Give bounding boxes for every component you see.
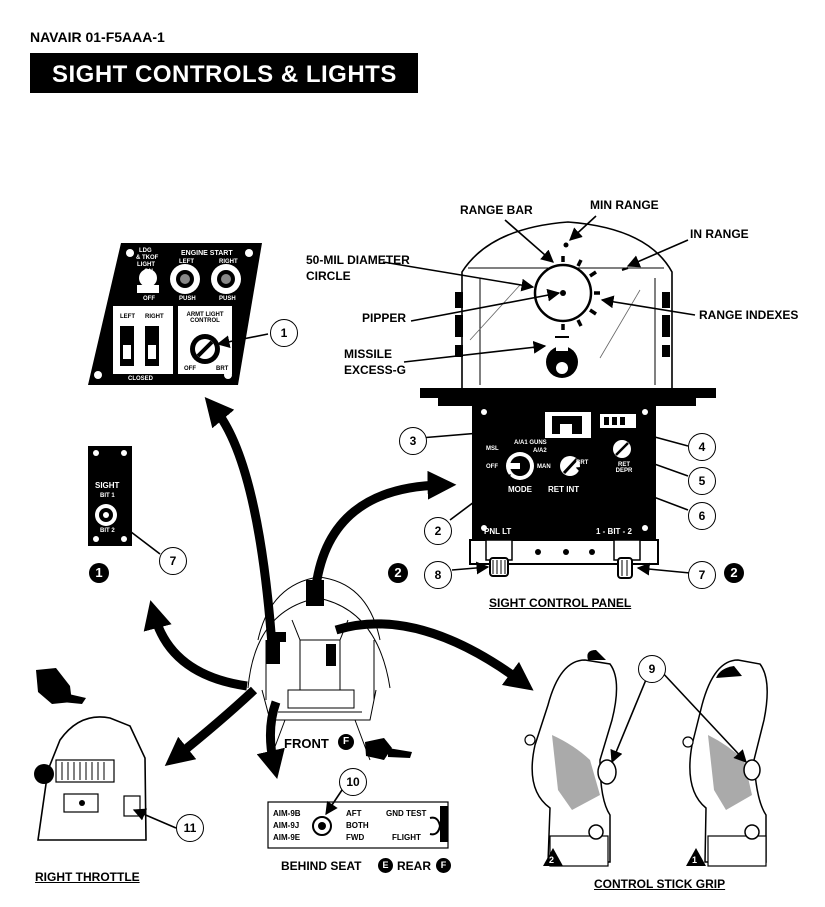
title-bar: SIGHT CONTROLS & LIGHTS bbox=[30, 53, 418, 93]
in-range-label: IN RANGE bbox=[690, 227, 749, 241]
mil-circle-label-line1: 50-MIL DIAMETER bbox=[306, 253, 410, 267]
page-title: SIGHT CONTROLS & LIGHTS bbox=[52, 61, 397, 88]
callout-11: 11 bbox=[176, 814, 204, 842]
min-range-label: MIN RANGE bbox=[590, 198, 659, 212]
ret-depr-label: RET DEPR bbox=[615, 462, 633, 474]
ret-int-label: RET INT bbox=[548, 485, 580, 494]
variant-badge-2-right: 2 bbox=[724, 563, 744, 583]
location-arrows bbox=[143, 396, 534, 780]
right-throttle-caption: RIGHT THROTTLE bbox=[35, 870, 140, 884]
fwd-label: FWD bbox=[346, 833, 365, 842]
push-left-label: PUSH bbox=[179, 296, 196, 302]
aft-label: AFT bbox=[346, 809, 362, 818]
control-stick-grip-caption: CONTROL STICK GRIP bbox=[594, 877, 726, 891]
engine-right-label: RIGHT bbox=[219, 259, 238, 265]
ret-brt-label: BRT bbox=[576, 460, 589, 466]
switch-left-label: LEFT bbox=[120, 314, 135, 320]
triangle-label-1: 1 bbox=[692, 855, 698, 865]
callout-6: 6 bbox=[688, 502, 716, 530]
push-right-label: PUSH bbox=[219, 296, 236, 302]
missile-label-line2: EXCESS-G bbox=[344, 363, 407, 377]
front-rear-badge-f: F bbox=[338, 734, 354, 750]
engine-start-label: ENGINE START bbox=[181, 250, 233, 257]
range-bar-label: RANGE BAR bbox=[460, 203, 533, 217]
behind-seat-caption: BEHIND SEAT bbox=[281, 859, 362, 873]
on-label: ON bbox=[144, 269, 153, 275]
flight-label: FLIGHT bbox=[392, 833, 421, 842]
mode-off-label: OFF bbox=[486, 464, 498, 470]
msl-label: MSL bbox=[486, 446, 499, 452]
engine-left-label: LEFT bbox=[179, 259, 194, 265]
ldg-label: LDG bbox=[139, 248, 152, 254]
callout-2: 2 bbox=[424, 517, 452, 545]
a-a2-label: A/A2 bbox=[533, 448, 547, 454]
man-label: MAN bbox=[537, 464, 551, 470]
gnd-test-label: GND TEST bbox=[386, 809, 427, 818]
rear-badge-f: F bbox=[436, 858, 451, 873]
a-a1-guns-label: A/A1 GUNS bbox=[514, 440, 547, 446]
bit-switch-label: 1 - BIT - 2 bbox=[596, 527, 633, 536]
callout-3: 3 bbox=[399, 427, 427, 455]
stick-grip-right-art bbox=[682, 659, 768, 867]
ldg-off-label: OFF bbox=[143, 296, 155, 302]
range-indexes-label: RANGE INDEXES bbox=[699, 308, 799, 322]
callout-9: 9 bbox=[638, 655, 666, 683]
pnl-lt-label: PNL LT bbox=[484, 527, 512, 536]
rear-caption: REAR bbox=[397, 859, 432, 873]
pipper-label: PIPPER bbox=[362, 311, 407, 325]
missile-label-line1: MISSILE bbox=[344, 347, 393, 361]
bit1-label: BIT 1 bbox=[100, 493, 115, 499]
callout-7-left: 7 bbox=[159, 547, 187, 575]
armt-off-label: OFF bbox=[184, 366, 196, 372]
switch-right-label: RIGHT bbox=[145, 314, 164, 320]
left-console-panel bbox=[88, 243, 262, 385]
variant-badge-1: 1 bbox=[89, 563, 109, 583]
pointing-hands bbox=[36, 668, 412, 760]
right-throttle-art bbox=[34, 716, 147, 841]
bit2-label: BIT 2 bbox=[100, 528, 115, 534]
aim-9e-label: AIM-9E bbox=[273, 833, 301, 842]
sight-control-panel-art bbox=[420, 388, 716, 579]
seat-badge-e: E bbox=[378, 858, 393, 873]
callout-5: 5 bbox=[688, 467, 716, 495]
both-label: BOTH bbox=[346, 821, 369, 830]
armt-brt-label: BRT bbox=[216, 366, 229, 372]
light-label: LIGHT bbox=[137, 262, 155, 268]
behind-seat-panel-art bbox=[267, 801, 449, 849]
aim-9b-label: AIM-9B bbox=[273, 809, 301, 818]
leader-lines bbox=[116, 215, 747, 829]
callout-7-right: 7 bbox=[688, 561, 716, 589]
closed-label: CLOSED bbox=[128, 376, 154, 382]
tkof-label: & TKOF bbox=[136, 255, 159, 261]
sight-label: SIGHT bbox=[95, 481, 120, 490]
triangle-label-2: 2 bbox=[549, 855, 555, 865]
document-id: NAVAIR 01-F5AAA-1 bbox=[30, 29, 165, 45]
aim-9j-label: AIM-9J bbox=[273, 821, 300, 830]
callout-1: 1 bbox=[270, 319, 298, 347]
armt-light-control-label: ARMT LIGHT CONTROL bbox=[186, 312, 224, 324]
front-label: FRONT bbox=[284, 736, 329, 751]
cockpit-details bbox=[266, 580, 336, 666]
stick-grip-left-art bbox=[524, 650, 618, 867]
callout-8: 8 bbox=[424, 561, 452, 589]
sight-head bbox=[455, 221, 673, 390]
mode-label: MODE bbox=[508, 485, 532, 494]
sight-control-panel-caption: SIGHT CONTROL PANEL bbox=[489, 596, 632, 610]
callout-10: 10 bbox=[339, 768, 367, 796]
variant-badge-2-left: 2 bbox=[388, 563, 408, 583]
mil-circle-label-line2: CIRCLE bbox=[306, 269, 351, 283]
callout-4: 4 bbox=[688, 433, 716, 461]
